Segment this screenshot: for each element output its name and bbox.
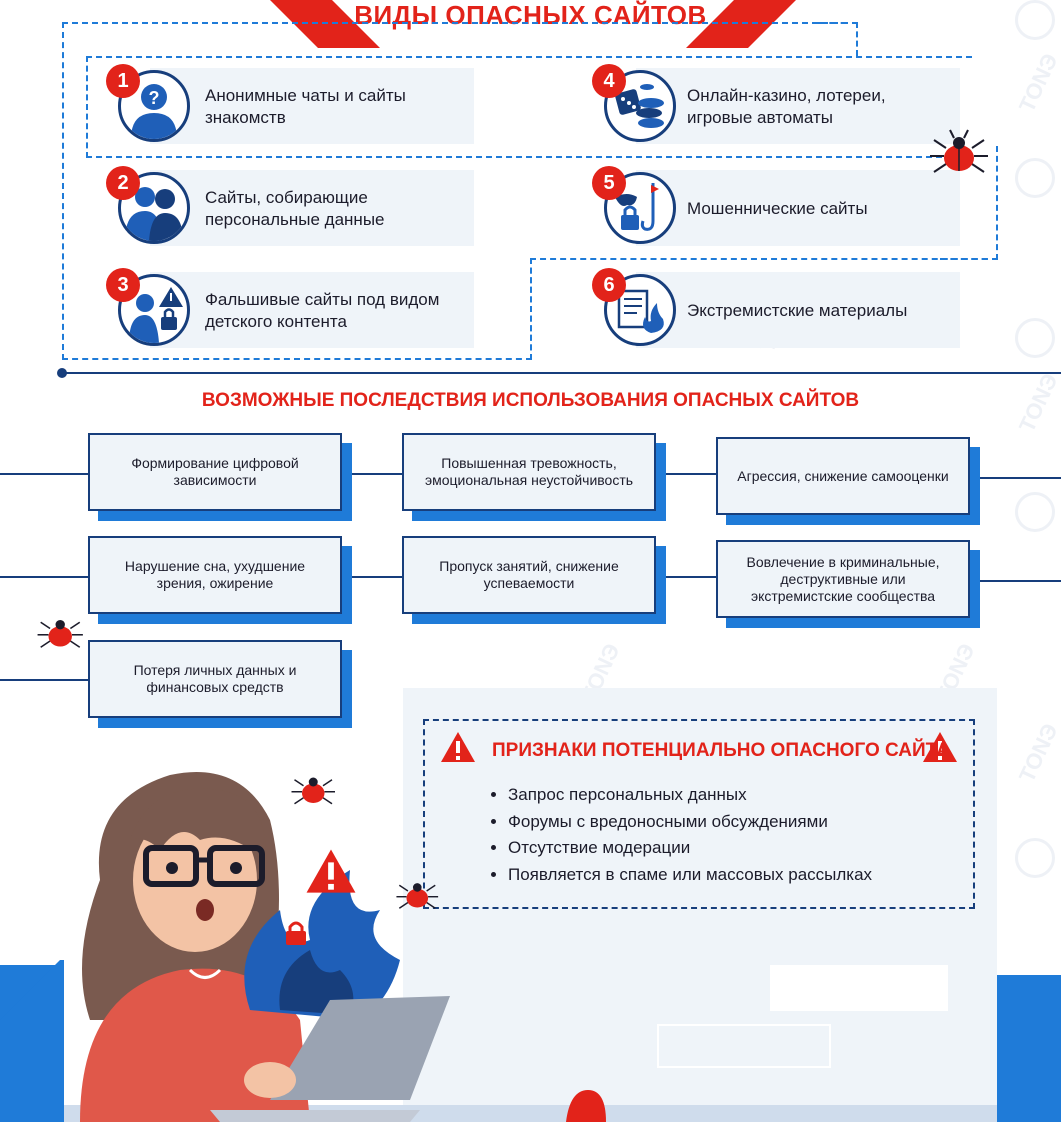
people-icon: [118, 172, 190, 244]
bg-shape-left-corner: [0, 960, 64, 1020]
section-divider: [62, 372, 1061, 374]
decor-frame: [657, 1024, 831, 1068]
dashed-frame-top-right: [818, 22, 858, 56]
warning-icon: [306, 849, 356, 893]
site-number-badge: 5: [592, 166, 626, 200]
mask-hook-icon: [604, 172, 676, 244]
site-card-5: [636, 170, 960, 246]
site-label: Экстремистские материалы: [687, 300, 907, 322]
site-label-line: Фальшивые сайты под видом: [205, 290, 440, 309]
site-number-badge: 6: [592, 268, 626, 302]
site-label: Онлайн-казино, лотереи, игровые автоматы: [687, 85, 886, 129]
decor-red-shape: [566, 1090, 606, 1122]
site-label-line: Экстремистские материалы: [687, 301, 908, 320]
site-label-line: Сайты, собирающие: [205, 188, 368, 207]
site-number-badge: 1: [106, 64, 140, 98]
consequences-title: ВОЗМОЖНЫЕ ПОСЛЕДСТВИЯ ИСПОЛЬЗОВАНИЯ ОПАС…: [201, 390, 860, 411]
site-label-line: Анонимные чаты и сайты: [205, 86, 406, 105]
site-label: Сайты, собирающие персональные данные: [205, 187, 385, 231]
dashed-frame-left: [62, 22, 858, 360]
watermark-text: ТОNЭ: [1013, 49, 1061, 116]
svg-text:?: ?: [149, 88, 160, 108]
warning-icon: [923, 732, 957, 762]
consequence-card: Агрессия, снижение самооценки: [716, 437, 970, 515]
connector-line: [342, 473, 402, 475]
site-card-6: [636, 272, 960, 348]
connector-line: [656, 473, 716, 475]
site-label: Фальшивые сайты под видом детского конте…: [205, 289, 439, 333]
consequence-card: Потеря личных данных и финансовых средст…: [88, 640, 342, 718]
site-card-2: [150, 170, 474, 246]
site-label-line: игровые автоматы: [687, 108, 833, 127]
site-card-3: [150, 272, 474, 348]
dashed-frame-row1: [86, 56, 972, 158]
site-number-badge: 4: [592, 64, 626, 98]
connector-line: [0, 679, 88, 681]
consequence-card: Повышенная тревожность, эмоциональная не…: [402, 433, 656, 511]
list-item: Запрос персональных данных: [508, 782, 872, 809]
watermark-logo-icon: [1015, 492, 1055, 532]
connector-line: [342, 576, 402, 578]
anonymous-user-icon: ?: [118, 70, 190, 142]
consequence-card: Формирование цифровой зависимости: [88, 433, 342, 511]
site-card-4: [636, 68, 960, 144]
site-card-1: [150, 68, 474, 144]
watermark-text: ТОNЭ: [1013, 719, 1061, 786]
watermark-logo-icon: [1015, 0, 1055, 40]
signs-title: ПРИЗНАКИ ПОТЕНЦИАЛЬНО ОПАСНОГО САЙТА: [492, 740, 950, 761]
connector-line: [0, 576, 88, 578]
list-item: Форумы с вредоносными обсуждениями: [508, 809, 872, 836]
bug-icon: [291, 777, 335, 805]
header-right-band: [686, 0, 796, 48]
dashed-frame-row3-left: [62, 258, 532, 360]
decor-window: [770, 965, 948, 1011]
signs-box: [423, 719, 975, 909]
connector-line: [656, 576, 716, 578]
connector-line: [970, 580, 1061, 582]
girl-laptop-illustration: [80, 772, 450, 1122]
consequence-card: Нарушение сна, ухудшение зрения, ожирени…: [88, 536, 342, 614]
site-number-badge: 3: [106, 268, 140, 302]
site-label-line: Онлайн-казино, лотереи,: [687, 86, 886, 105]
bug-icon: [930, 129, 988, 173]
site-label-line: знакомств: [205, 108, 286, 127]
watermark-logo-icon: [1015, 838, 1055, 878]
lock-icon: [286, 921, 306, 945]
consequence-card: Вовлечение в криминальные, деструктивные…: [716, 540, 970, 618]
site-label: Анонимные чаты и сайты знакомств: [205, 85, 406, 129]
signs-panel: [403, 688, 997, 1122]
site-label-line: персональные данные: [205, 210, 385, 229]
site-number-badge: 2: [106, 166, 140, 200]
watermark-logo-icon: [1015, 318, 1055, 358]
signs-list: Запрос персональных данных Форумы с вред…: [488, 782, 872, 888]
list-item: Отсутствие модерации: [508, 835, 872, 862]
divider-dot: [57, 368, 67, 378]
bg-shape-right: [997, 975, 1061, 1122]
list-item: Появляется в спаме или массовых рассылка…: [508, 862, 872, 889]
consequence-card: Пропуск занятий, снижение успеваемости: [402, 536, 656, 614]
header-left-band: [270, 0, 380, 48]
site-label: Мошеннические сайты: [687, 198, 868, 220]
site-label-line: детского контента: [205, 312, 347, 331]
watermark-logo-icon: [1015, 158, 1055, 198]
page-title: ВИДЫ ОПАСНЫХ САЙТОВ: [354, 0, 707, 30]
site-label-line: Мошеннические сайты: [687, 199, 868, 218]
warning-icon: [441, 732, 475, 762]
connector-line: [0, 473, 88, 475]
connector-line: [970, 477, 1061, 479]
bug-icon: [396, 883, 439, 909]
bug-icon: [37, 619, 83, 648]
